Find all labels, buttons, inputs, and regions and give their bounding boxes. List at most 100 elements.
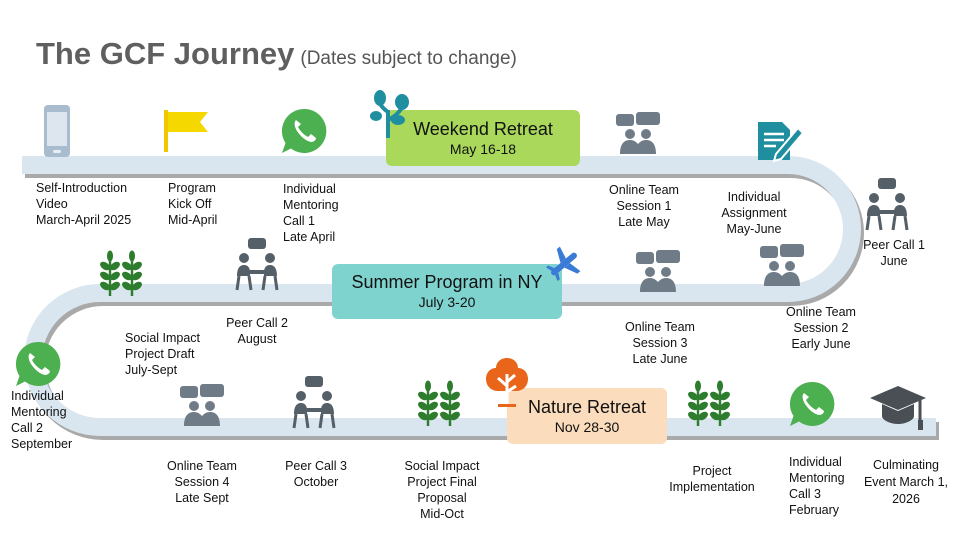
label-line: Call 2: [11, 421, 43, 435]
team-chat-icon: [760, 244, 804, 286]
label-line: Mid-Oct: [420, 507, 464, 521]
milestone-self-intro: Self-Introduction Video March-April 2025: [36, 180, 131, 228]
label-line: Program: [168, 181, 216, 195]
event-title: Nature Retreat: [527, 397, 647, 417]
label-line: Late Sept: [175, 491, 229, 505]
label-line: Individual: [727, 190, 781, 204]
wheat-icon: [688, 380, 730, 426]
label-line: February: [789, 503, 840, 517]
label-line: Social Impact: [404, 459, 480, 473]
milestone-culminating: Culminating Event March 1, 2026: [856, 457, 956, 508]
milestone-mentoring-2: Individual Mentoring Call 2 September: [11, 388, 72, 452]
whatsapp-icon: [789, 381, 835, 426]
milestone-project-final: Social Impact Project Final Proposal Mid…: [396, 458, 488, 522]
label-line: Peer Call 3: [285, 459, 347, 473]
label-line: August: [237, 332, 277, 346]
label-line: May-June: [726, 222, 782, 236]
label-line: Individual: [789, 455, 842, 469]
event-title: Weekend Retreat: [413, 119, 553, 139]
label-line: Video: [36, 197, 68, 211]
wheat-icon: [100, 250, 142, 296]
event-box-nature-retreat: Nature Retreat Nov 28-30: [507, 388, 667, 444]
label-line: Online Team: [625, 320, 695, 334]
milestone-online-team-4: Online Team Session 4 Late Sept: [160, 458, 244, 506]
flag-icon: [164, 110, 208, 152]
label-line: Implementation: [669, 480, 755, 494]
team-chat-icon: [180, 384, 224, 426]
label-line: Project Draft: [125, 347, 195, 361]
peer-call-icon: [292, 376, 336, 429]
label-line: Mentoring: [283, 198, 339, 212]
label-line: Session 1: [616, 199, 672, 213]
label-line: Culminating: [872, 458, 939, 472]
event-dates: July 3-20: [418, 294, 476, 310]
label-line: Self-Introduction: [36, 181, 128, 195]
label-line: Call 3: [789, 487, 821, 501]
label-line: Peer Call 1: [863, 238, 925, 252]
label-line: Social Impact: [125, 331, 201, 345]
milestone-online-team-1: Online Team Session 1 Late May: [604, 182, 684, 230]
label-line: Online Team: [609, 183, 679, 197]
milestone-peer-call-1: Peer Call 1 June: [856, 237, 932, 269]
label-line: Event March 1,: [863, 475, 949, 489]
label-line: Mid-April: [168, 213, 218, 227]
graduation-cap-icon: [870, 386, 926, 430]
milestone-peer-call-2: Peer Call 2 August: [217, 315, 297, 347]
label-line: Project Final: [407, 475, 477, 489]
event-box-weekend-retreat: Weekend Retreat May 16-18: [386, 110, 580, 166]
label-line: Call 1: [283, 214, 315, 228]
subtitle-text: (Dates subject to change): [300, 48, 517, 69]
sprout-icon: [370, 90, 409, 138]
event-box-summer-program: Summer Program in NY July 3-20: [332, 264, 562, 319]
label-line: Late June: [632, 352, 688, 366]
document-edit-icon: [758, 122, 804, 162]
label-line: Mentoring: [789, 471, 845, 485]
label-line: October: [293, 475, 339, 489]
title-text: The GCF Journey: [36, 36, 295, 71]
label-line: Session 4: [174, 475, 230, 489]
label-line: Peer Call 2: [226, 316, 288, 330]
event-dates: May 16-18: [449, 141, 517, 157]
label-line: Late May: [618, 215, 670, 229]
event-title: Summer Program in NY: [351, 272, 543, 292]
label-line: Late April: [283, 230, 336, 244]
milestone-mentoring-3: Individual Mentoring Call 3 February: [789, 454, 845, 518]
label-line: 2026: [892, 492, 920, 506]
milestone-assignment: Individual Assignment May-June: [712, 189, 796, 237]
label-line: Kick Off: [168, 197, 212, 211]
label-line: Assignment: [721, 206, 787, 220]
tree-icon: [486, 358, 528, 407]
milestone-project-draft: Social Impact Project Draft July-Sept: [125, 330, 200, 378]
peer-call-icon: [235, 238, 279, 291]
milestone-online-team-2: Online Team Session 2 Early June: [781, 304, 861, 352]
milestone-kickoff: Program Kick Off Mid-April: [168, 180, 217, 228]
label-line: Project: [692, 464, 732, 478]
label-line: Mentoring: [11, 405, 67, 419]
label-line: March-April 2025: [36, 213, 132, 227]
milestone-peer-call-3: Peer Call 3 October: [276, 458, 356, 490]
label-line: Proposal: [417, 491, 467, 505]
label-line: Online Team: [167, 459, 237, 473]
label-line: June: [880, 254, 908, 268]
peer-call-icon: [865, 178, 909, 231]
airplane-icon: [545, 246, 581, 282]
label-line: July-Sept: [125, 363, 178, 377]
milestone-mentoring-1: Individual Mentoring Call 1 Late April: [283, 181, 339, 245]
wheat-icon: [418, 380, 460, 426]
label-line: Early June: [791, 337, 851, 351]
page-title: The GCF Journey(Dates subject to change): [36, 36, 517, 72]
label-line: Individual: [283, 182, 336, 196]
label-line: Individual: [11, 389, 64, 403]
label-line: September: [11, 437, 73, 451]
label-line: Session 3: [632, 336, 688, 350]
whatsapp-icon: [281, 108, 327, 153]
whatsapp-icon: [15, 341, 61, 386]
milestone-implementation: Project Implementation: [662, 463, 762, 495]
team-chat-icon: [636, 250, 680, 292]
label-line: Session 2: [793, 321, 849, 335]
smartphone-icon: [44, 105, 70, 157]
team-chat-icon: [616, 112, 660, 154]
milestone-online-team-3: Online Team Session 3 Late June: [620, 319, 700, 367]
event-dates: Nov 28-30: [554, 419, 620, 435]
